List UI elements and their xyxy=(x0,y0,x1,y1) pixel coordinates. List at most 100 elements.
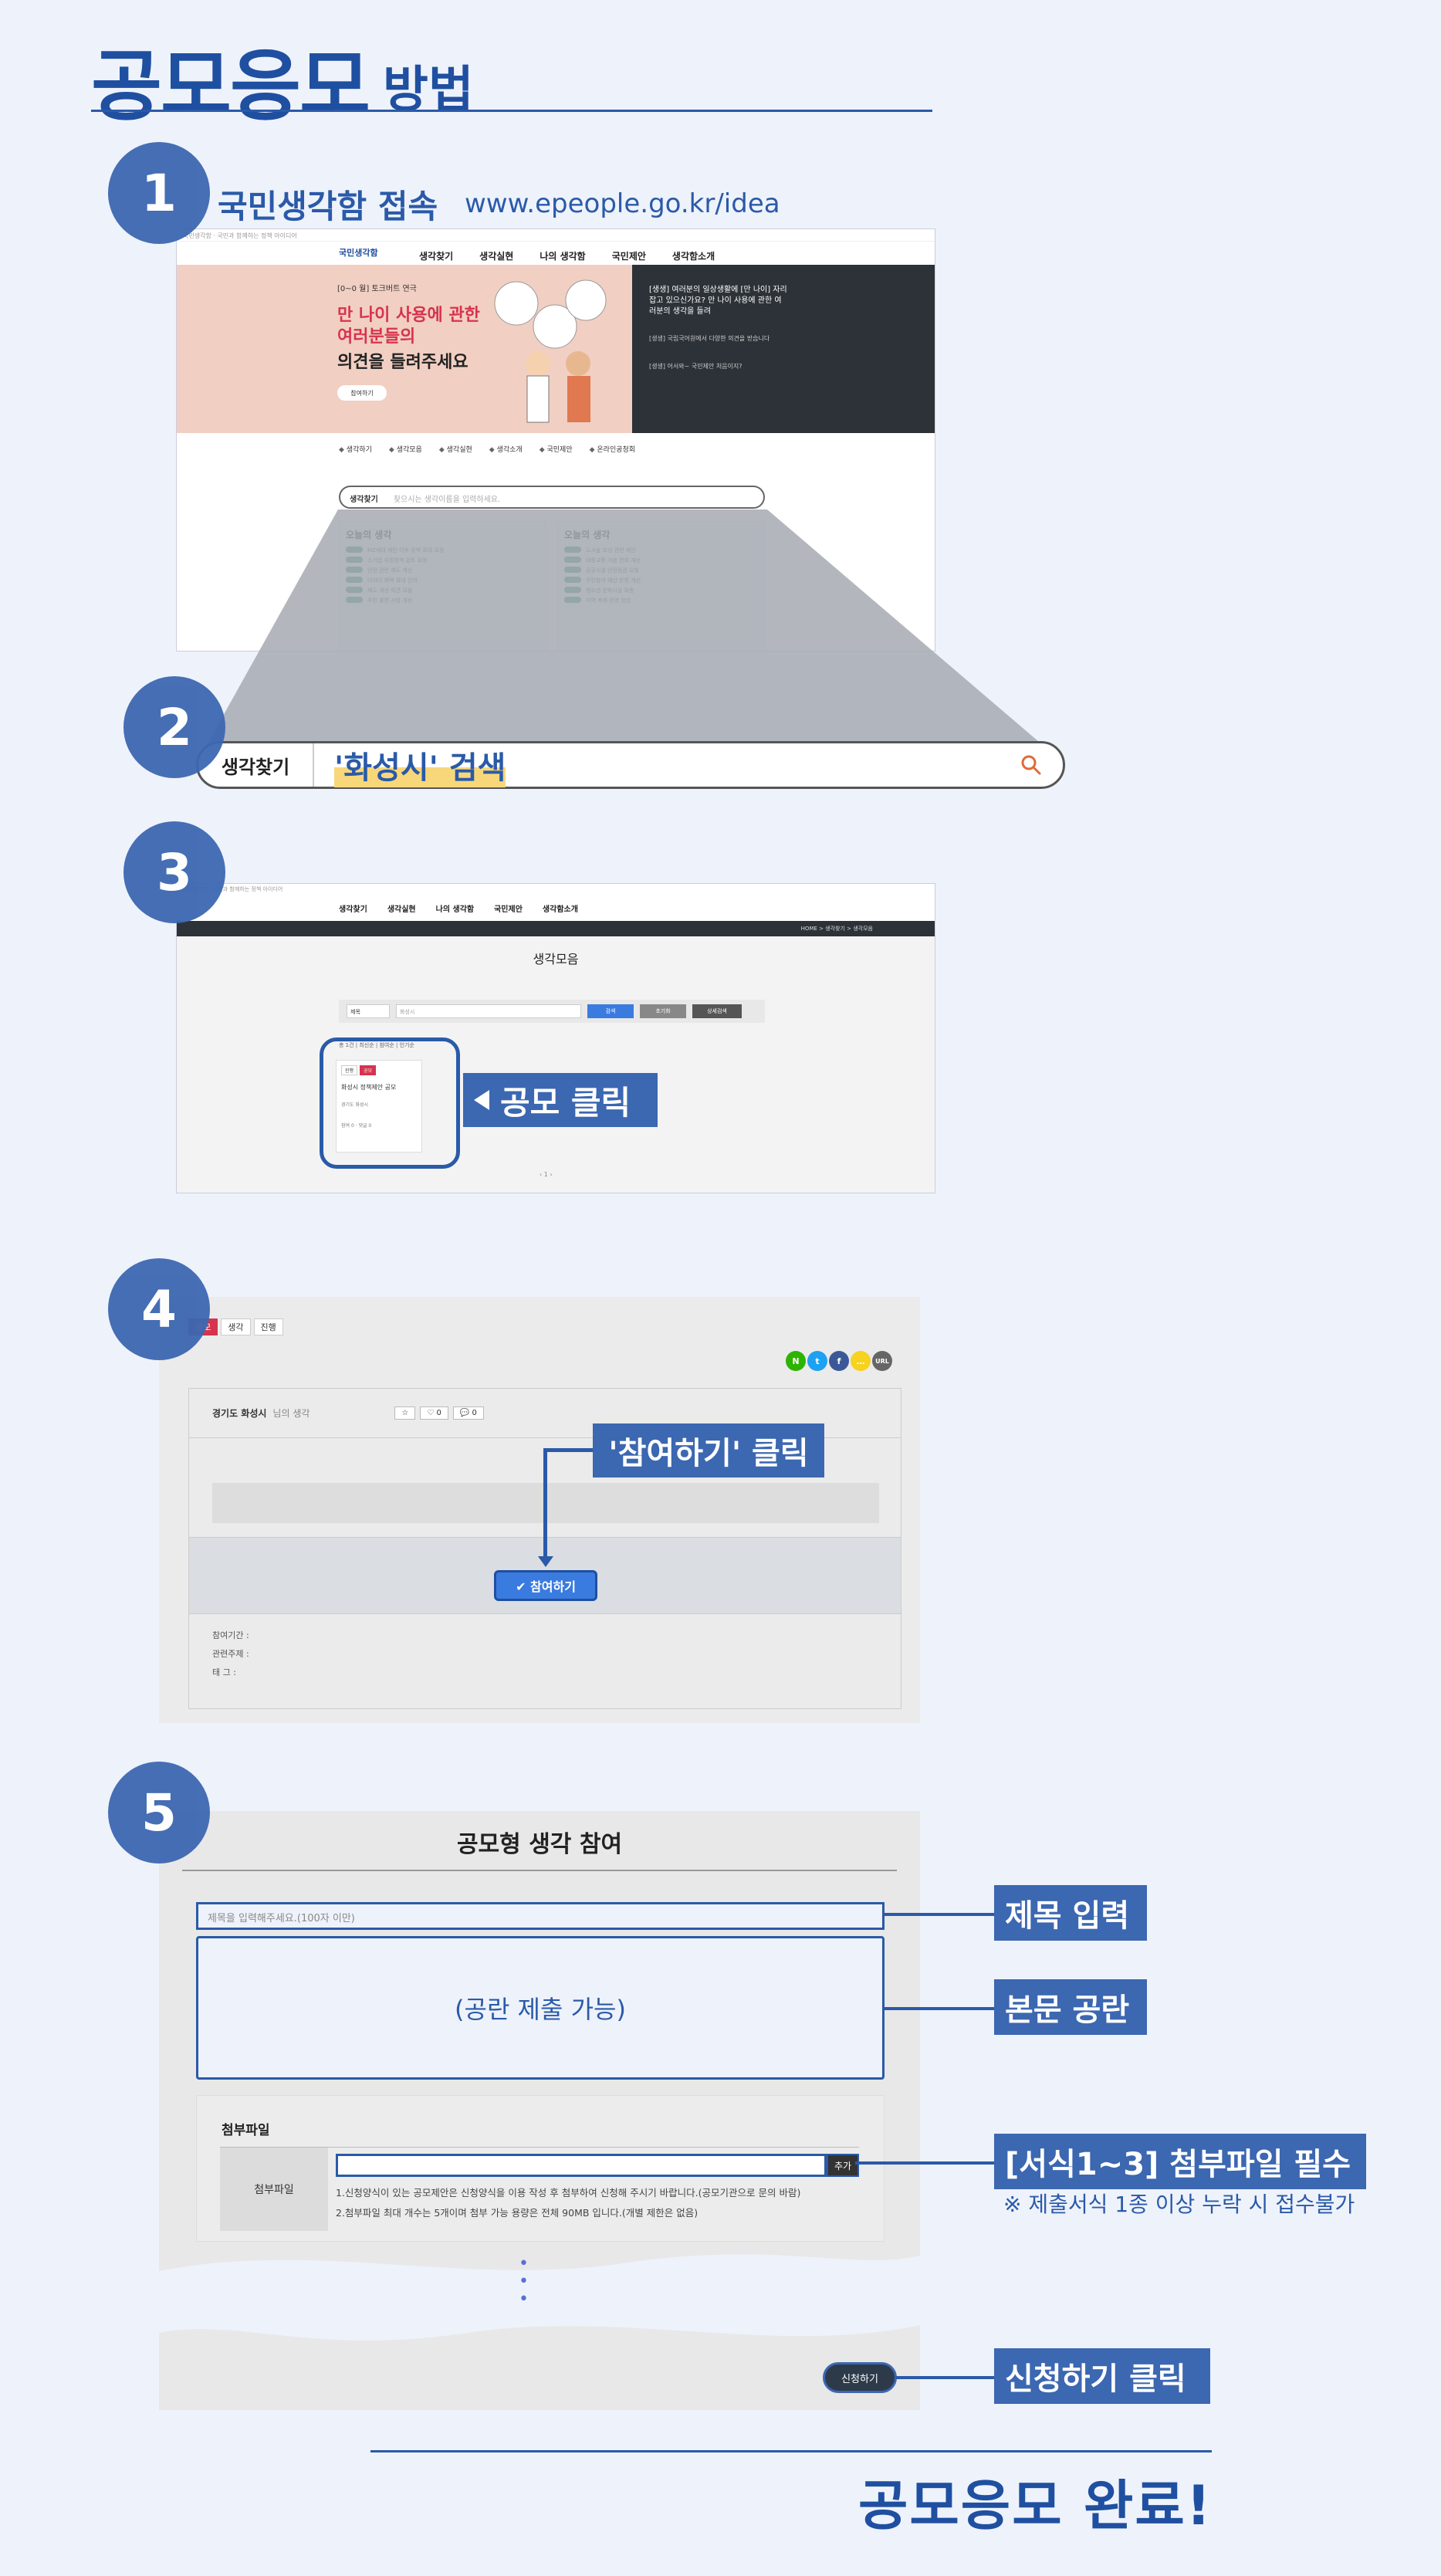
step-5-circle: 5 xyxy=(108,1762,210,1863)
callout-line xyxy=(895,2376,994,2379)
list-page-title: 생각모음 xyxy=(533,952,579,966)
status-badge: 진행 xyxy=(341,1065,358,1075)
card-highlight-ring xyxy=(320,1038,460,1169)
quick-menu-item[interactable]: 생각실현 xyxy=(439,444,472,454)
site-top-bar: 국민생각함 · 국민과 함께하는 정책 아이디어 xyxy=(177,884,935,895)
list-item[interactable]: 대중교통 이용 편의 개선 xyxy=(564,556,758,566)
list-item[interactable]: 지역 축제 운영 방안 xyxy=(564,596,758,606)
nav-item[interactable]: 국민제안 xyxy=(494,905,523,914)
ellipsis-icon: ••• xyxy=(519,2254,529,2309)
click-participate-callout: '참여하기' 클릭 xyxy=(593,1423,824,1478)
submit-button[interactable]: 신청하기 xyxy=(823,2362,897,2393)
field-select[interactable]: 제목 xyxy=(347,1004,390,1018)
list-item[interactable]: 도시숲 조성 관련 제안 xyxy=(564,546,758,556)
pagination[interactable]: ‹ 1 › xyxy=(540,1171,553,1178)
kakao-share-icon[interactable]: … xyxy=(851,1351,871,1371)
attachment-heading: 첨부파일 xyxy=(222,2123,270,2138)
hero-tag: [0~0 월] 토크버트 연극 xyxy=(337,285,417,293)
list-item[interactable]: 다자녀 혜택 확대 건의 xyxy=(346,576,540,586)
list-item[interactable]: 재도 개선 의견 모음 xyxy=(346,586,540,596)
title-input-callout: 제목 입력 xyxy=(994,1885,1147,1941)
like-button[interactable]: ♡ 0 xyxy=(420,1406,448,1420)
hero-banner: [0~0 월] 토크버트 연극 만 나이 사용에 관한 여러분들의 의견을 들려… xyxy=(177,265,935,433)
site-logo[interactable]: 국민생각함 xyxy=(339,248,378,258)
add-file-button[interactable]: 추가 xyxy=(827,2154,859,2177)
quick-menu-item[interactable]: 생각소개 xyxy=(489,444,523,454)
body-blank-callout: 본문 공란 xyxy=(994,1979,1147,2035)
list-item[interactable]: MZ세대 제안 이후 정책 확대 요청 xyxy=(346,546,540,556)
finish-rule xyxy=(370,2450,1212,2452)
search-icon[interactable] xyxy=(1020,753,1043,777)
reset-button[interactable]: 초기화 xyxy=(640,1004,686,1018)
comment-button[interactable]: 💬 0 xyxy=(452,1406,484,1420)
meta-period: 참여기간 : xyxy=(212,1630,249,1640)
hero-right-item[interactable]: [생생] 국립국어원에서 다양한 의견을 받습니다 xyxy=(649,335,770,342)
step-1-circle: 1 xyxy=(108,142,210,244)
hero-participate-button[interactable]: 참여하기 xyxy=(337,385,387,401)
star-icon[interactable]: ☆ xyxy=(394,1406,416,1420)
callout-line xyxy=(543,1448,547,1558)
nav-item[interactable]: 생각찾기 xyxy=(339,905,367,914)
form-title: 공모형 생각 참여 xyxy=(456,1831,623,1858)
list-item[interactable]: 안전 관련 제도 개선 xyxy=(346,566,540,576)
list-item[interactable]: 공공시설 안전점검 요청 xyxy=(564,566,758,576)
site-top-bar: 국민생각함 · 국민과 함께하는 정책 아이디어 xyxy=(177,229,935,242)
title-rule xyxy=(91,110,932,112)
url-share-icon[interactable]: URL xyxy=(872,1351,892,1371)
panel-title: 오늘의 생각 xyxy=(564,530,611,540)
sort-bar[interactable]: 총 1건 | 최신순 | 참여순 | 인기순 xyxy=(339,1042,414,1048)
quick-menu-item[interactable]: 생각하기 xyxy=(339,444,372,454)
detail-meta: 참여기간 : 관련주제 : 태 그 : xyxy=(212,1627,249,1682)
list-item[interactable]: 주민 불편 사항 개선 xyxy=(346,596,540,606)
meta-topic: 관련주제 : xyxy=(212,1649,249,1659)
step-4-circle: 4 xyxy=(108,1258,210,1360)
facebook-share-icon[interactable]: f xyxy=(829,1351,849,1371)
nav-item[interactable]: 나의 생각함 xyxy=(435,905,475,914)
hero-illustration xyxy=(494,279,607,423)
today-panel: 오늘의 생각 MZ세대 제안 이후 정책 확대 요청 소기업 지원정책 검토 요… xyxy=(339,521,546,651)
nav-item[interactable]: 생각실현 xyxy=(387,905,416,914)
quick-menu-item[interactable]: 온라인공청회 xyxy=(590,444,635,454)
list-item[interactable]: 청소년 문화시설 확충 xyxy=(564,586,758,596)
detail-search-button[interactable]: 상세검색 xyxy=(692,1004,742,1018)
click-contest-callout: 공모 클릭 xyxy=(463,1073,658,1127)
search-button[interactable]: 검색 xyxy=(587,1004,634,1018)
nav-item[interactable]: 생각함소개 xyxy=(542,905,578,914)
hero-right-item[interactable]: [생생] 어서와~ 국민제안 처음이지? xyxy=(649,363,742,370)
title-sub: 방법 xyxy=(383,62,474,119)
nav-item[interactable]: 국민제안 xyxy=(611,251,646,262)
nav-item[interactable]: 생각함소개 xyxy=(671,251,715,262)
quick-menu-item[interactable]: 국민제안 xyxy=(540,444,572,454)
panel-title: 오늘의 생각 xyxy=(346,530,392,540)
list-item[interactable]: 주민참여 예산 운영 개선 xyxy=(564,576,758,586)
title-main: 공모응모 xyxy=(91,41,370,131)
callout-line xyxy=(543,1448,594,1452)
naver-share-icon[interactable]: N xyxy=(786,1351,806,1371)
keyword-input[interactable]: 화성시 xyxy=(396,1004,581,1018)
hero-right-title: [생생] 여러분의 일상생활에 [만 나이] 자리 잡고 있으신가요? 만 나이… xyxy=(649,286,787,316)
nav-item[interactable]: 생각실현 xyxy=(479,251,514,262)
title-input[interactable]: 제목을 입력해주세요.(100자 이만) xyxy=(196,1902,885,1930)
file-input[interactable] xyxy=(336,2154,827,2177)
twitter-share-icon[interactable]: t xyxy=(807,1351,827,1371)
tag-idea: 생각 xyxy=(221,1318,251,1335)
body-textarea[interactable]: (공란 제출 가능) xyxy=(196,1936,885,2080)
callout-line xyxy=(855,2161,994,2165)
participate-button[interactable]: ✔ 참여하기 xyxy=(494,1570,597,1601)
search-bar-zoomed[interactable]: 생각찾기 '화성시' 검색 xyxy=(196,741,1065,789)
list-item[interactable]: 소기업 지원정책 검토 요청 xyxy=(346,556,540,566)
attachment-row: 첨부파일 추가 1.신청양식이 있는 공모제안은 신청양식을 이용 작성 후 첨… xyxy=(220,2147,859,2231)
step-1-url[interactable]: www.epeople.go.kr/idea xyxy=(465,188,780,219)
search-label: 생각찾기 xyxy=(198,743,314,787)
nav-item[interactable]: 나의 생각함 xyxy=(540,251,586,262)
site-nav: 생각찾기 생각실현 나의 생각함 국민제안 생각함소개 xyxy=(177,895,935,921)
quick-menu-item[interactable]: 생각모음 xyxy=(389,444,422,454)
hero-subline: 의견을 들려주세요 xyxy=(337,353,468,372)
nav-item[interactable]: 생각찾기 xyxy=(419,251,454,262)
page-break-wave xyxy=(159,2254,920,2341)
